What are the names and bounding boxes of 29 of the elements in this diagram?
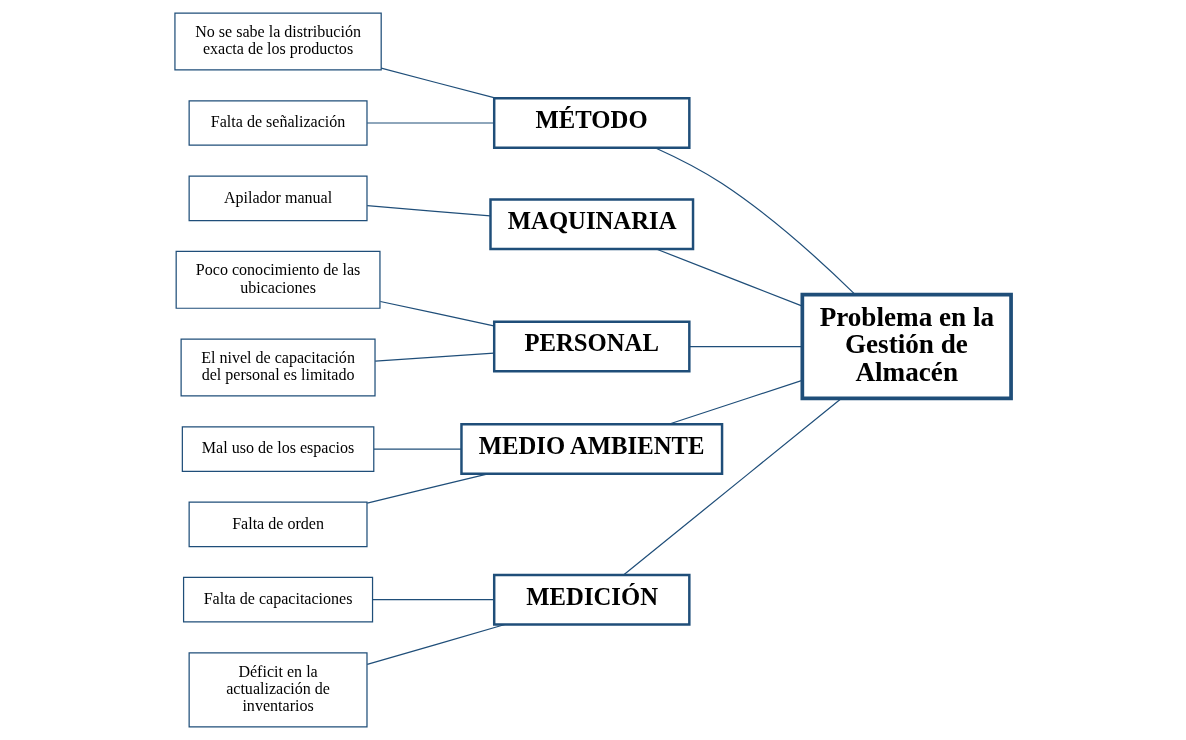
connector [622, 397, 842, 576]
node-box: MEDICIÓN [492, 573, 691, 626]
node-box: Poco conocimiento de las ubicaciones [175, 250, 381, 309]
node-box: Problema en la Gestión de Almacén [800, 292, 1013, 401]
node-box: MÉTODO [492, 97, 691, 149]
connector [379, 300, 495, 327]
node-box: MAQUINARIA [489, 198, 695, 251]
connector [373, 448, 462, 450]
connector [654, 147, 856, 296]
connector [668, 379, 803, 425]
node-box: Mal uso de los espacios [181, 426, 375, 472]
node-box: MEDIO AMBIENTE [460, 423, 724, 475]
node-box: Falta de capacitaciones [182, 576, 374, 623]
node-box: Falta de señalización [188, 100, 368, 146]
node-box: Apilador manual [188, 175, 368, 222]
node-box: PERSONAL [492, 320, 691, 373]
connector [655, 248, 803, 307]
node-box: Falta de orden [188, 501, 368, 548]
connector [366, 473, 489, 504]
connector [374, 352, 495, 362]
connector [372, 599, 495, 601]
node-box: No se sabe la distribución exacta de los productos [174, 12, 382, 71]
connector [366, 205, 491, 217]
connector [689, 345, 803, 348]
node-box: El nivel de capacitación del personal es limitado [180, 338, 376, 397]
connector [366, 122, 495, 124]
node-box: Déficit en la actualización de inventarios [188, 652, 368, 728]
connector [380, 67, 497, 99]
connector [366, 623, 506, 665]
